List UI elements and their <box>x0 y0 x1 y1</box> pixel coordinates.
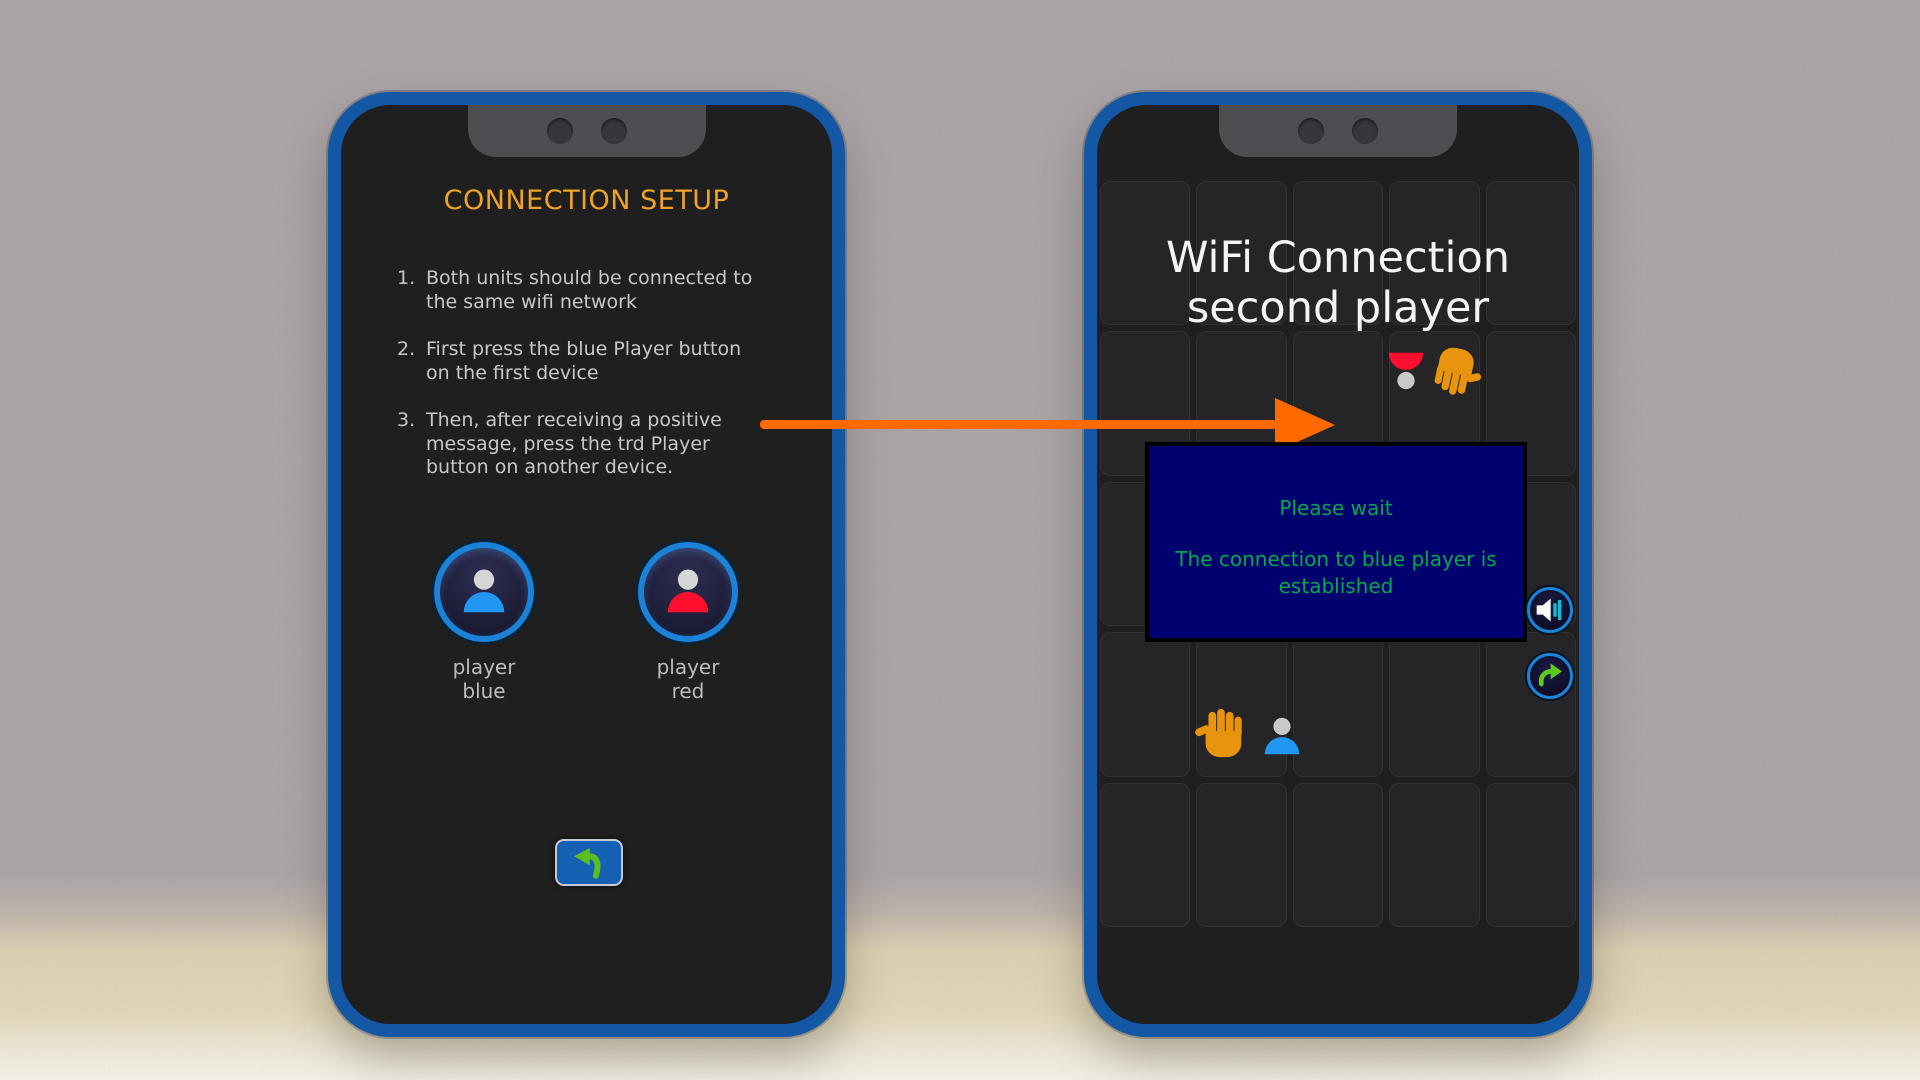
speaker-icon <box>1536 598 1562 622</box>
grid-tile <box>1389 632 1480 777</box>
grid-tile <box>1485 782 1576 927</box>
player-blue-label: player blue <box>452 655 516 703</box>
grid-tile <box>1389 782 1480 927</box>
right-phone-notch <box>1219 105 1457 157</box>
instruction-list: 1. Both units should be connected to the… <box>397 267 765 504</box>
grid-tile <box>1292 632 1384 777</box>
left-phone: CONNECTION SETUP 1. Both units should be… <box>328 92 845 1037</box>
dialog-title: Please wait <box>1279 496 1393 520</box>
instruction-text: First press the blue Player button on th… <box>426 338 742 384</box>
left-phone-screen: CONNECTION SETUP 1. Both units should be… <box>341 105 832 1024</box>
instruction-number: 2. <box>397 338 416 360</box>
grid-tile <box>1389 181 1480 326</box>
right-phone: WiFi Connection second player <box>1084 92 1592 1037</box>
grid-tile <box>1485 181 1576 326</box>
blue-player-icon <box>1264 717 1300 755</box>
red-player-icon <box>667 569 709 613</box>
player-red-button[interactable]: player red <box>638 542 738 703</box>
grid-tile <box>1292 181 1384 326</box>
undo-arrow-icon <box>574 847 601 879</box>
player-red-label: player red <box>656 655 720 703</box>
wifi-connection-title: WiFi Connection second player <box>1165 233 1511 333</box>
sound-button[interactable] <box>1527 587 1573 633</box>
grid-tile <box>1292 782 1384 927</box>
player-blue-button[interactable]: player blue <box>434 542 534 703</box>
instruction-number: 1. <box>397 267 416 289</box>
connection-setup-title: CONNECTION SETUP <box>443 185 730 216</box>
blue-player-grab-indicator <box>1195 707 1305 761</box>
camera-dot-icon <box>546 118 573 144</box>
dialog-message: The connection to blue player is establi… <box>1175 547 1497 598</box>
camera-dot-icon <box>600 118 627 144</box>
red-player-grab-indicator <box>1383 345 1482 397</box>
camera-dot-icon <box>1298 118 1324 144</box>
right-phone-screen: WiFi Connection second player <box>1097 105 1579 1024</box>
grid-tile <box>1100 632 1191 777</box>
grid-tile <box>1196 181 1287 326</box>
instruction-text: Both units should be connected to the sa… <box>426 267 753 313</box>
red-player-upside-down-icon <box>1388 352 1424 390</box>
grid-tile <box>1485 632 1576 777</box>
instruction-item-1: 1. Both units should be connected to the… <box>397 267 765 314</box>
instruction-number: 3. <box>397 409 416 431</box>
left-phone-notch <box>467 105 706 157</box>
player-red-disc[interactable] <box>638 542 738 642</box>
blue-player-icon <box>463 569 505 613</box>
orange-hand-up-icon <box>1195 708 1242 758</box>
instruction-item-3: 3. Then, after receiving a positive mess… <box>397 409 765 480</box>
redo-arrow-icon <box>1538 663 1562 687</box>
instruction-text: Then, after receiving a positive message… <box>426 409 722 478</box>
please-wait-dialog: Please wait The connection to blue playe… <box>1145 442 1527 642</box>
instruction-item-2: 2. First press the blue Player button on… <box>397 338 765 385</box>
orange-hand-down-icon <box>1434 347 1482 395</box>
grid-tile <box>1196 782 1287 927</box>
camera-dot-icon <box>1352 118 1378 144</box>
grid-tile <box>1100 782 1191 927</box>
back-button[interactable] <box>555 839 623 886</box>
redo-button[interactable] <box>1527 653 1573 699</box>
grid-tile <box>1100 181 1191 326</box>
player-blue-disc[interactable] <box>434 542 534 642</box>
